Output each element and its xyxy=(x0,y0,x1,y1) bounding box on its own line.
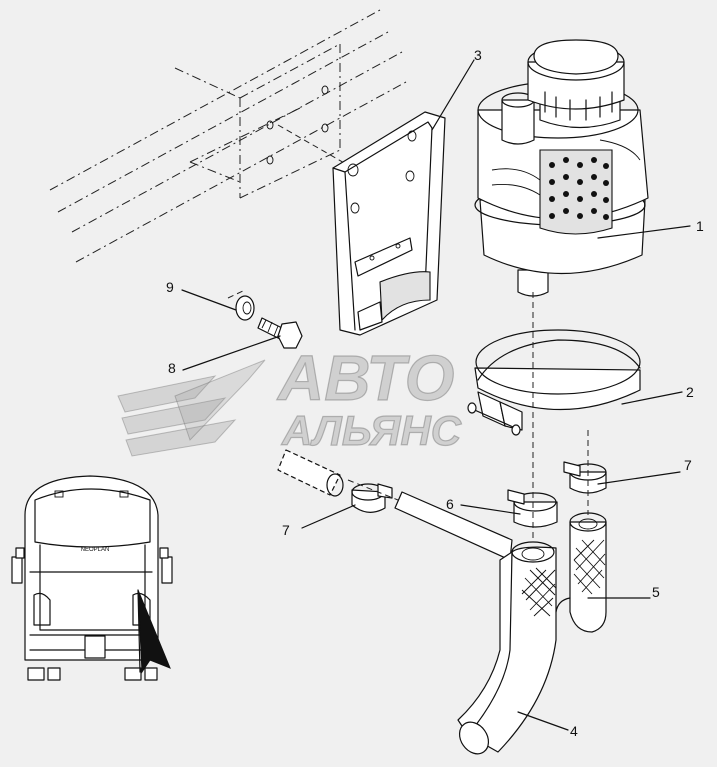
callout-6: 6 xyxy=(446,496,454,512)
watermark-line-2: АЛЬЯНС xyxy=(281,407,462,454)
hose-clamp-center xyxy=(507,489,558,528)
hose-long xyxy=(394,491,557,755)
chassis-frame-outline xyxy=(49,9,407,299)
callout-7-right: 7 xyxy=(684,457,692,473)
watermark: АВТО АЛЬЯНС xyxy=(117,341,462,457)
watermark-line-1: АВТО xyxy=(276,342,454,414)
callout-3: 3 xyxy=(474,47,482,63)
breather-filter xyxy=(474,39,649,297)
connector-tube xyxy=(277,449,344,497)
filter-perforations xyxy=(549,157,609,220)
hose-short xyxy=(555,512,607,633)
callout-1: 1 xyxy=(696,218,704,234)
washer xyxy=(235,295,255,321)
callout-8: 8 xyxy=(168,360,176,376)
callout-2: 2 xyxy=(686,384,694,400)
hose-clamp-right xyxy=(563,461,607,494)
bolt xyxy=(257,317,303,349)
bus-rear-view: NEOPLAN xyxy=(11,475,173,681)
hose-clamp-left xyxy=(351,483,393,513)
leader-lines xyxy=(181,59,691,731)
callout-labels: 1 2 3 4 5 6 7 7 8 9 xyxy=(166,47,704,739)
callout-4: 4 xyxy=(570,723,578,739)
callout-9: 9 xyxy=(166,279,174,295)
callout-5: 5 xyxy=(652,584,660,600)
band-clamp xyxy=(467,329,641,436)
bus-brand-badge: NEOPLAN xyxy=(81,547,110,553)
mounting-bracket xyxy=(332,111,446,336)
callout-7-left: 7 xyxy=(282,522,290,538)
